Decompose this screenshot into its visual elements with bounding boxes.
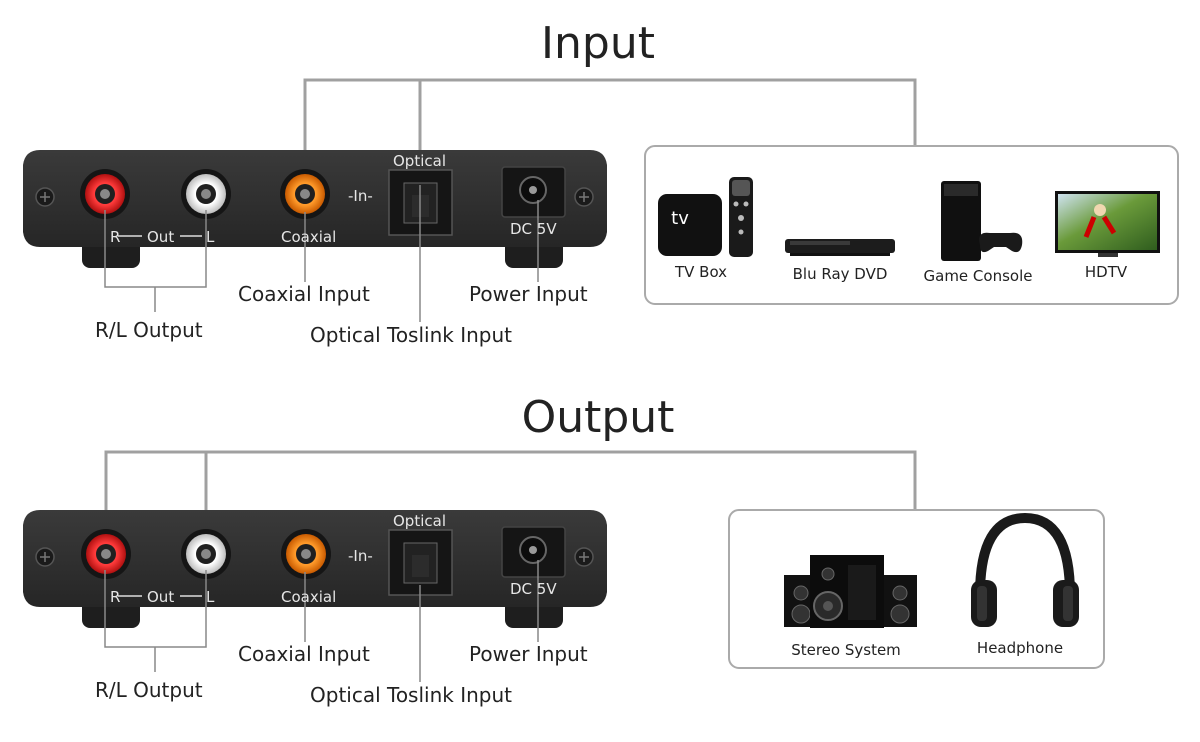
source-label-blu-ray: Blu Ray DVD (792, 265, 888, 283)
tv-box-icon (658, 177, 753, 257)
input-section (23, 78, 1179, 322)
source-label-game-console: Game Console (923, 267, 1033, 285)
optical-label: Optical (393, 152, 446, 170)
optical-label-bottom: Optical (393, 512, 446, 530)
output-section (23, 450, 1105, 682)
dc-label-bottom: DC 5V (510, 580, 557, 598)
optical-input-callout: Optical Toslink Input (310, 323, 512, 347)
port-out-label-bottom: Out (147, 588, 175, 606)
tv-logo-text: tv (671, 208, 689, 229)
converter-device-bottom (23, 510, 607, 628)
r-jack-bottom (81, 529, 131, 579)
converter-device-top (23, 150, 607, 268)
coax-jack (280, 169, 330, 219)
output-bracket-line (104, 450, 917, 537)
rl-output-callout: R/L Output (95, 318, 203, 342)
port-l-label: L (206, 228, 215, 246)
coaxial-input-callout: Coaxial Input (238, 282, 370, 306)
input-bracket-line (303, 78, 917, 176)
power-input-callout-bottom: Power Input (469, 642, 588, 666)
headphone-icon (971, 512, 1079, 627)
dest-label-stereo: Stereo System (791, 641, 901, 659)
port-r-label-bottom: R (110, 588, 121, 606)
input-sources-box (644, 145, 1179, 305)
rl-output-callout-bottom: R/L Output (95, 678, 203, 702)
optical-port-bottom (388, 529, 453, 596)
output-title: Output (521, 392, 675, 443)
dc-jack (501, 166, 566, 218)
stereo-system-icon (784, 555, 917, 628)
blu-ray-icon (785, 239, 895, 256)
port-out-label: Out (147, 228, 175, 246)
game-console-icon (941, 181, 1023, 261)
in-label: -In- (348, 187, 373, 205)
optical-input-callout-bottom: Optical Toslink Input (310, 683, 512, 707)
coaxial-label: Coaxial (281, 228, 337, 246)
dc-jack-bottom (501, 526, 566, 578)
l-jack-bottom (181, 529, 231, 579)
port-r-label: R (110, 228, 121, 246)
dest-label-headphone: Headphone (976, 639, 1064, 657)
coaxial-input-callout-bottom: Coaxial Input (238, 642, 370, 666)
in-label-bottom: -In- (348, 547, 373, 565)
coaxial-label-bottom: Coaxial (281, 588, 337, 606)
coax-jack-bottom (281, 529, 331, 579)
r-jack (80, 169, 130, 219)
hdtv-icon (1055, 191, 1160, 257)
source-label-hdtv: HDTV (1084, 263, 1128, 281)
l-jack (181, 169, 231, 219)
dc-label: DC 5V (510, 220, 557, 238)
input-title: Input (541, 18, 655, 69)
source-label-tv-box: TV Box (674, 263, 728, 281)
port-l-label-bottom: L (206, 588, 215, 606)
power-input-callout: Power Input (469, 282, 588, 306)
